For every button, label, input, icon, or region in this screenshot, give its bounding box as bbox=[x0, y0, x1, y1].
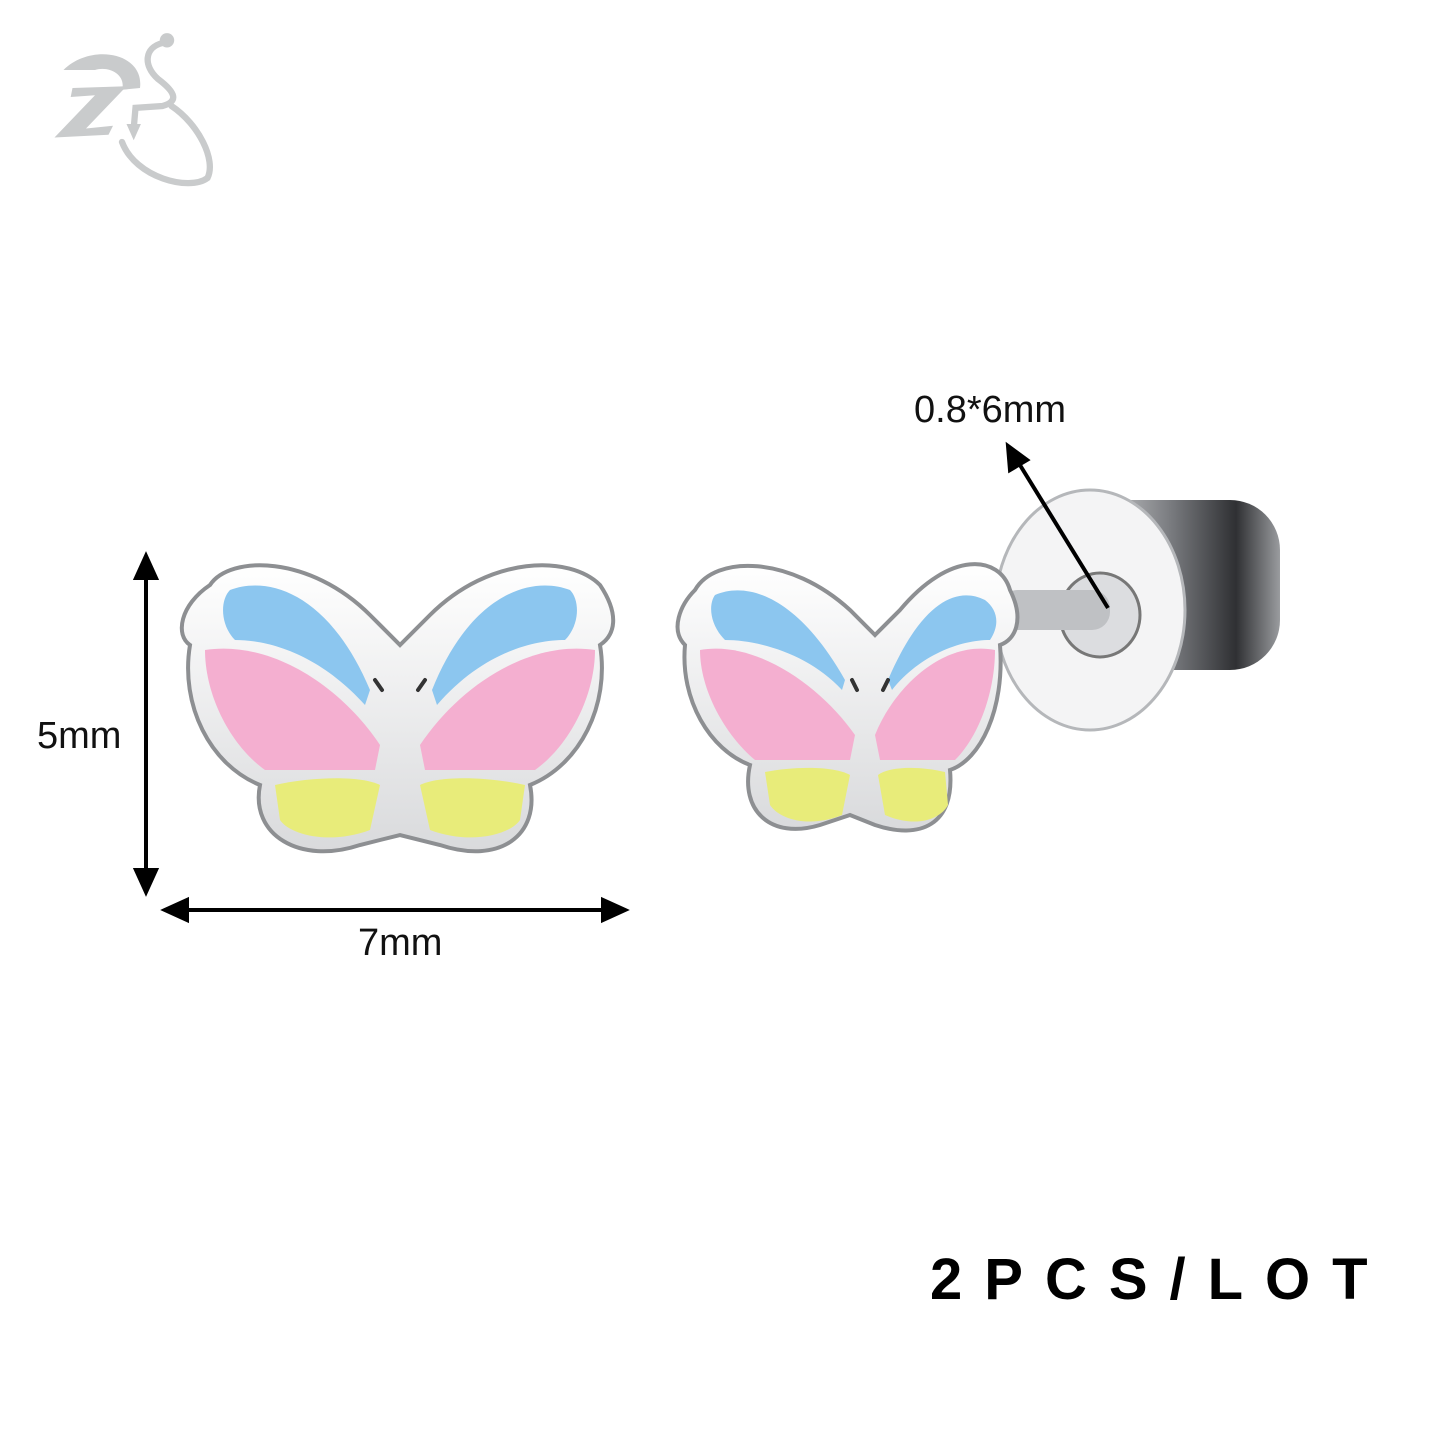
quantity-label: 2PCS/LOT bbox=[930, 1247, 1390, 1312]
height-label: 5mm bbox=[37, 715, 122, 757]
pin-size-label: 0.8*6mm bbox=[914, 389, 1067, 431]
butterfly-front-view bbox=[179, 563, 616, 854]
brand-logo bbox=[54, 33, 213, 187]
width-label: 7mm bbox=[358, 922, 443, 964]
butterfly-angled-view bbox=[675, 488, 1280, 833]
